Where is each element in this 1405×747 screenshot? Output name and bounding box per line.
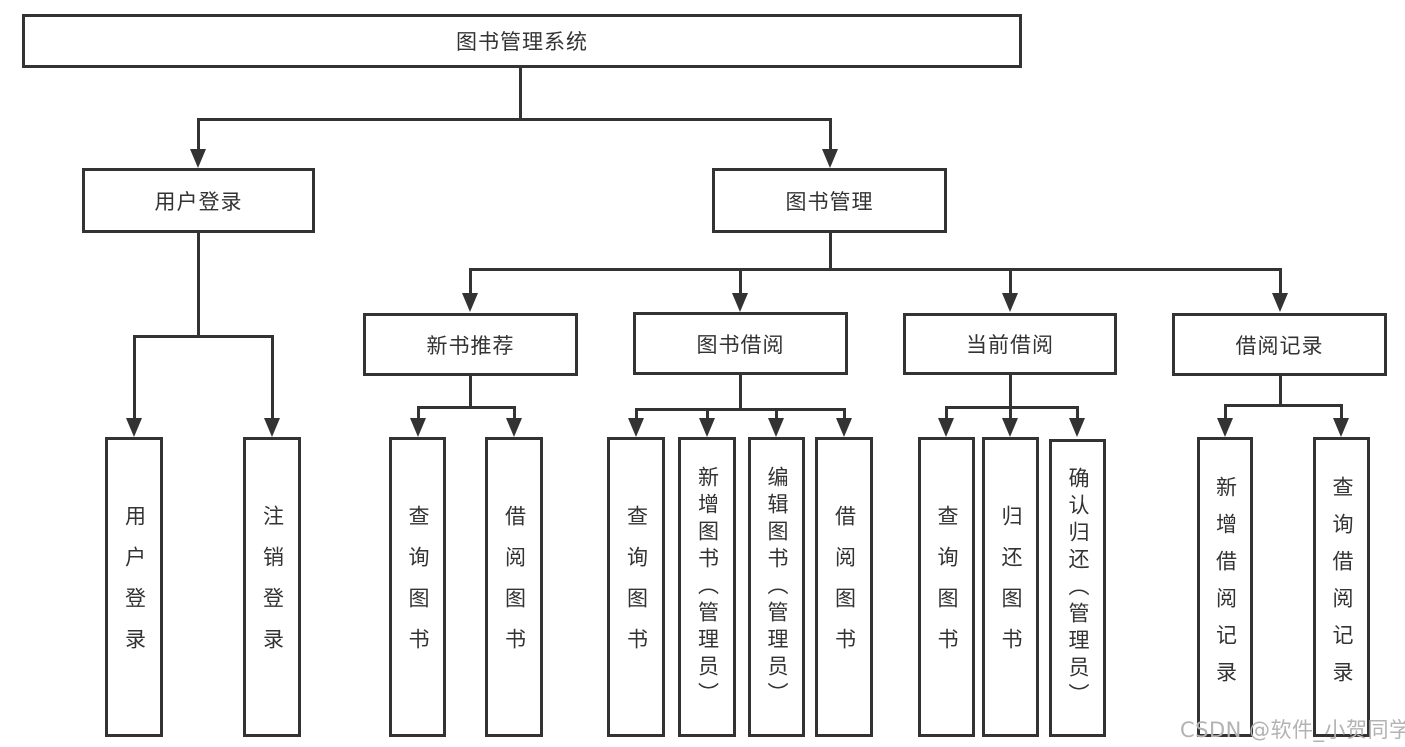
arrowhead-nb-leaf1 [410,418,426,437]
connector-borrow-records-stem [1279,376,1282,406]
node-borrow-records: 借阅记录 [1172,313,1387,376]
leaf-br-add-record-label: 新增借阅记录 [1213,476,1238,698]
connector-bb-leaf4 [843,408,846,419]
connector-to-new-books [469,268,472,294]
node-user-login-label: 用户登录 [154,189,243,214]
arrowhead-book-borrow [732,293,748,312]
leaf-bb-borrow-books: 借阅图书 [815,437,873,737]
leaf-nb-borrow-books: 借阅图书 [485,437,543,737]
connector-book-mgmt-bus [469,268,1282,271]
arrowhead-borrow-records [1272,293,1288,312]
node-book-borrow-label: 图书借阅 [696,332,785,357]
connector-to-leaf-login [133,335,136,419]
connector-book-mgmt-stem [829,233,832,270]
arrowhead-br-leaf2 [1333,418,1349,437]
csdn-watermark: CSDN @软件_小贺同学 [1180,718,1405,742]
leaf-nb-borrow-books-label: 借阅图书 [502,505,527,669]
node-current-borrow-label: 当前借阅 [966,333,1054,357]
node-root: 图书管理系统 [22,14,1022,68]
node-book-mgmt: 图书管理 [712,168,947,233]
leaf-cb-return-books: 归还图书 [982,437,1039,737]
leaf-br-query-record-label: 查询借阅记录 [1330,476,1354,698]
connector-user-login-bus [133,335,274,338]
arrowhead-cb-leaf3 [1069,418,1085,437]
connector-book-borrow-bus [635,408,845,411]
node-book-borrow: 图书借阅 [633,312,848,375]
connector-br-leaf1 [1224,404,1227,419]
arrowhead-bb-leaf1 [628,418,644,437]
node-new-books-label: 新书推荐 [426,333,515,358]
leaf-bb-add-books-admin: 新增图书（管理员） [678,437,736,737]
leaf-user-login: 用户登录 [105,437,163,737]
connector-to-borrow-records [1279,268,1282,294]
node-root-label: 图书管理系统 [456,30,588,54]
leaf-bb-edit-books-admin: 编辑图书（管理员） [748,437,805,737]
leaf-user-login-label: 用户登录 [122,505,147,669]
leaf-nb-query-books-label: 查询图书 [406,505,430,669]
leaf-logout: 注销登录 [243,437,301,737]
connector-cb-leaf2 [1009,406,1012,419]
connector-bb-leaf3 [775,408,778,419]
connector-new-books-stem [469,376,472,408]
arrowhead-bb-leaf2 [699,418,715,437]
connector-current-borrow-stem [1009,375,1012,408]
leaf-nb-query-books: 查询图书 [389,437,446,737]
connector-br-leaf2 [1340,404,1343,419]
connector-cb-leaf1 [945,406,948,419]
node-book-mgmt-label: 图书管理 [785,189,874,214]
arrowhead-current-borrow [1002,293,1018,312]
connector-to-current-borrow [1009,268,1012,294]
connector-nb-leaf2 [513,406,516,419]
arrowhead-cb-leaf2 [1002,418,1018,437]
connector-nb-leaf1 [417,406,420,419]
connector-borrow-records-bus [1224,404,1342,407]
connector-book-borrow-stem [739,375,742,410]
node-new-books: 新书推荐 [363,313,578,376]
node-current-borrow: 当前借阅 [903,313,1117,375]
arrowhead-new-books [462,293,478,312]
leaf-br-query-record: 查询借阅记录 [1313,437,1370,737]
leaf-cb-query-books: 查询图书 [918,437,975,737]
connector-to-user-login [197,118,200,150]
leaf-cb-confirm-return-admin: 确认归还（管理员） [1049,439,1106,737]
leaf-cb-confirm-return-admin-label: 确认归还（管理员） [1066,466,1090,710]
connector-to-book-borrow [739,268,742,294]
arrowhead-book-mgmt [822,149,838,168]
leaf-logout-label: 注销登录 [260,505,285,669]
arrowhead-user-login [190,149,206,168]
arrowhead-leaf-login [126,418,142,437]
connector-new-books-bus [417,406,515,409]
node-borrow-records-label: 借阅记录 [1235,333,1324,358]
leaf-bb-query-books-label: 查询图书 [624,505,649,669]
leaf-bb-edit-books-admin-label: 编辑图书（管理员） [765,465,789,709]
leaf-br-add-record: 新增借阅记录 [1197,437,1253,737]
connector-to-leaf-logout [271,335,274,419]
arrowhead-nb-leaf2 [506,418,522,437]
connector-root-bus [197,118,832,121]
connector-bb-leaf2 [706,408,709,419]
arrowhead-leaf-logout [264,418,280,437]
leaf-bb-borrow-books-label: 借阅图书 [832,505,857,669]
connector-root-stem [519,66,522,120]
leaf-bb-add-books-admin-label: 新增图书（管理员） [695,465,720,709]
arrowhead-bb-leaf3 [768,418,784,437]
connector-user-login-stem [197,233,200,338]
arrowhead-bb-leaf4 [836,418,852,437]
leaf-cb-return-books-label: 归还图书 [999,505,1023,669]
arrowhead-cb-leaf1 [938,418,954,437]
connector-cb-leaf3 [1076,406,1079,419]
connector-to-book-mgmt [829,118,832,150]
connector-bb-leaf1 [635,408,638,419]
node-user-login: 用户登录 [82,168,315,233]
leaf-cb-query-books-label: 查询图书 [935,505,959,669]
leaf-bb-query-books: 查询图书 [607,437,665,737]
arrowhead-br-leaf1 [1217,418,1233,437]
